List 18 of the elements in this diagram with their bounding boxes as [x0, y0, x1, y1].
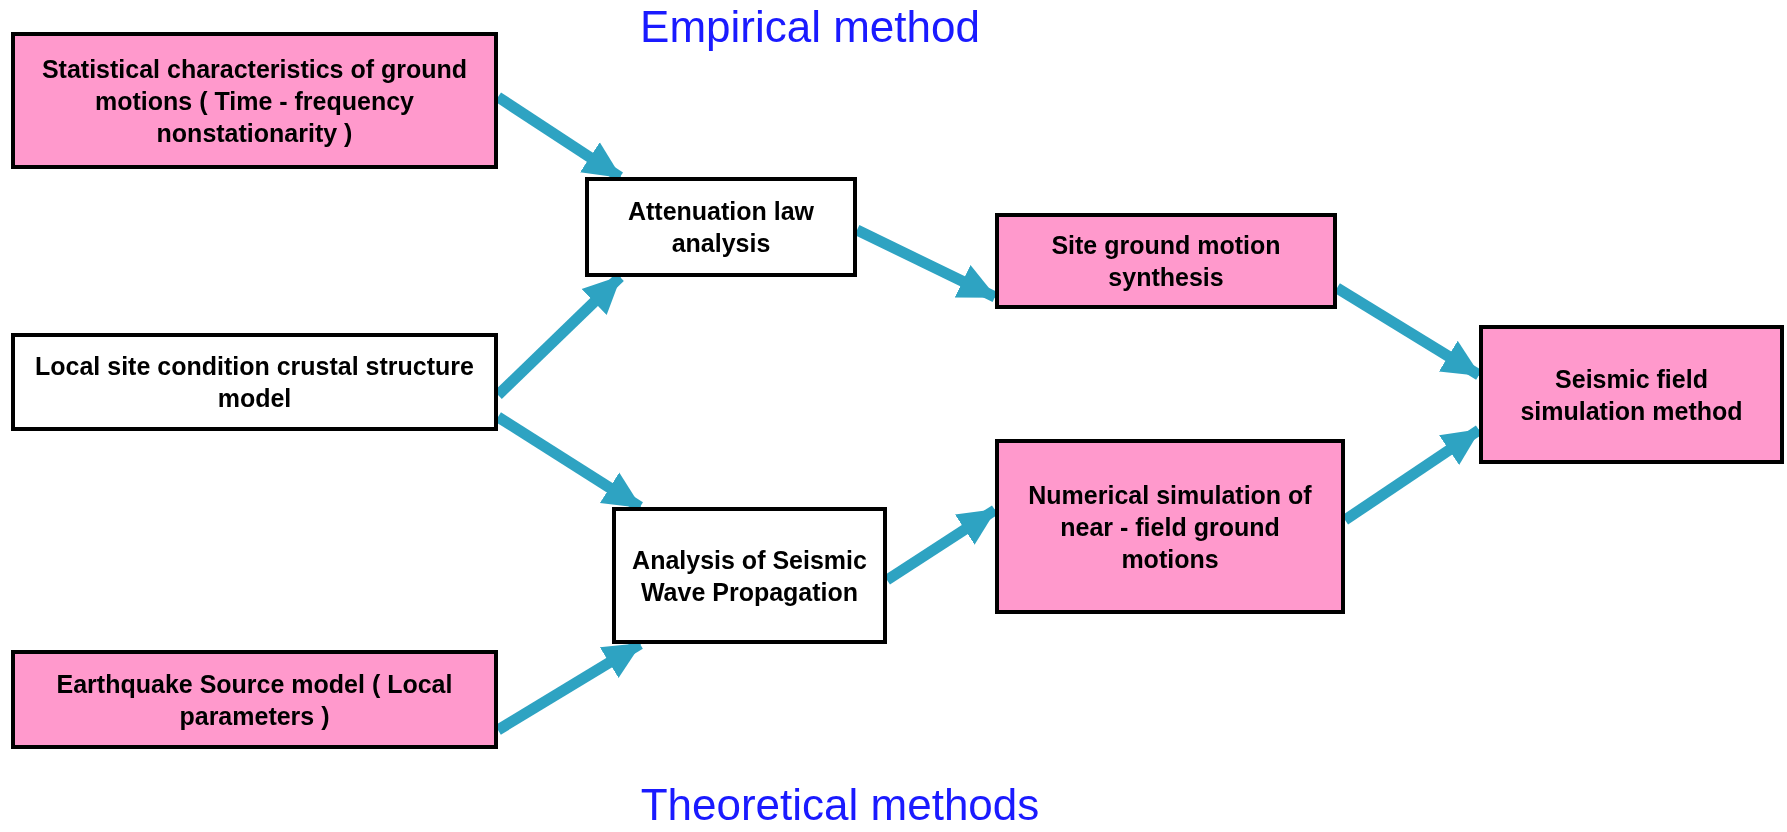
box-text: Site ground motion synthesis [1050, 230, 1282, 293]
process-box [612, 507, 887, 644]
process-box [1479, 325, 1784, 464]
box-text: Seismic field simulation method [1519, 363, 1744, 427]
box-text: Analysis of Seismic Wave Propagation [631, 544, 868, 608]
section-heading: Empirical method [640, 2, 980, 51]
process-box [11, 650, 498, 749]
box-text: Earthquake Source model ( Local parameters ) [55, 668, 454, 732]
process-box [11, 333, 498, 431]
box-text: Attenuation law analysis [626, 196, 816, 259]
box-text: Numerical simulation of near - field ground motions [1027, 479, 1313, 575]
process-box [995, 439, 1345, 614]
box-text: Local site condition crustal structure model [34, 351, 475, 414]
section-heading: Theoretical methods [640, 780, 1040, 829]
process-box [585, 177, 857, 277]
process-box [995, 213, 1337, 309]
process-box [11, 32, 498, 169]
box-text: Statistical characteristics of ground motions ( Time - frequency nonstationarity ) [40, 53, 469, 149]
